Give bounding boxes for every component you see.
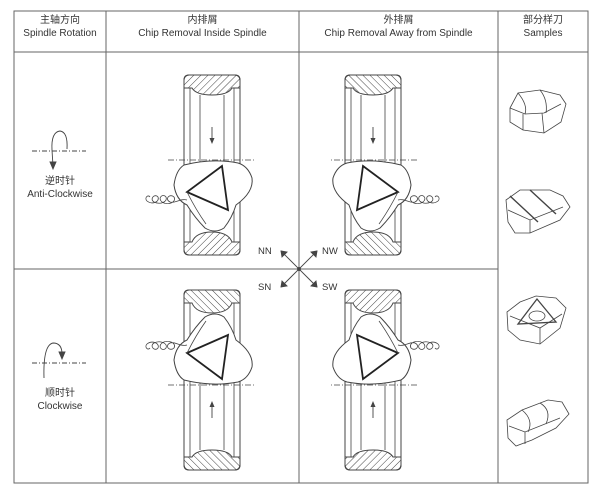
sample-insert-1: [509, 89, 567, 134]
compass-label-nn: NN: [258, 246, 272, 257]
sample-insert-3: [506, 295, 567, 345]
spindle-inside-clockwise: [145, 289, 257, 471]
header-en: Samples: [523, 28, 563, 39]
header-chip-inside: 内排屑 Chip Removal Inside Spindle: [106, 14, 299, 40]
spindle-inside-anticlockwise: [145, 74, 257, 256]
row-label-cn: 逆时针: [45, 176, 75, 187]
header-en: Spindle Rotation: [23, 28, 97, 39]
row-label-en: Clockwise: [37, 401, 83, 412]
header-en: Chip Removal Inside Spindle: [138, 28, 267, 39]
row-label-cn: 顺时针: [45, 388, 75, 399]
spindle-away-clockwise: [328, 289, 440, 471]
compass-label-sw: SW: [322, 282, 338, 293]
compass-label-sn: SN: [258, 282, 272, 293]
compass-label-nw: NW: [322, 246, 338, 257]
header-spindle-rotation: 主轴方向 Spindle Rotation: [14, 14, 106, 40]
header-cn: 主轴方向: [40, 15, 80, 26]
sample-insert-4: [506, 399, 570, 447]
anticlockwise-rotation-icon: [32, 130, 86, 171]
direction-compass: [280, 250, 318, 288]
spindle-away-anticlockwise: [328, 74, 440, 256]
header-chip-away: 外排屑 Chip Removal Away from Spindle: [299, 14, 498, 40]
row-label-en: Anti-Clockwise: [27, 189, 93, 200]
header-en: Chip Removal Away from Spindle: [324, 28, 473, 39]
sample-insert-2: [505, 189, 571, 234]
header-cn: 外排屑: [383, 15, 414, 26]
header-cn: 部分样刀: [523, 15, 563, 26]
row-label-anticlockwise: 逆时针 Anti-Clockwise: [14, 175, 106, 201]
clockwise-rotation-icon: [32, 342, 86, 379]
header-cn: 内排屑: [187, 15, 218, 26]
table-grid: [13, 10, 589, 484]
header-samples: 部分样刀 Samples: [498, 14, 588, 40]
row-label-clockwise: 顺时针 Clockwise: [14, 387, 106, 413]
